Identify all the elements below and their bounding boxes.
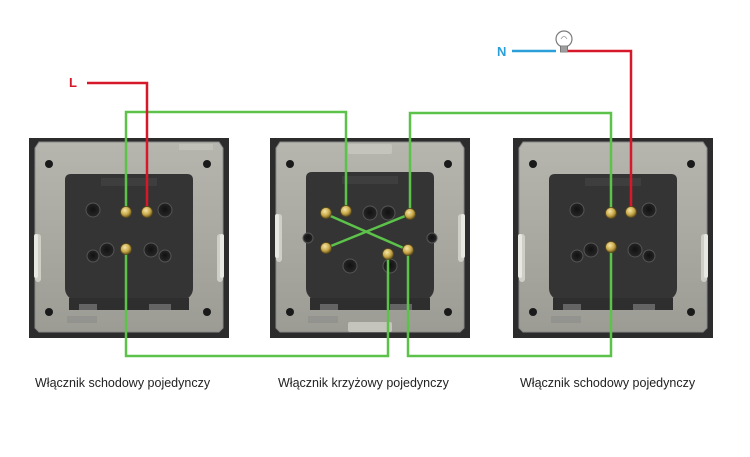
screw-hole [529,308,537,316]
caption-switch-left: Włącznik schodowy pojedynczy [35,376,211,390]
terminal [120,206,132,218]
live-wire-lamp [568,49,633,212]
terminal-holes [85,202,173,263]
terminal [404,208,416,220]
neutral-label: N [497,44,506,59]
terminal [625,206,637,218]
screw-hole [286,308,294,316]
screw-hole [687,160,695,168]
screw-hole [45,160,53,168]
switch-module [65,174,193,300]
screw-hole [444,308,452,316]
switch-staircase-right [513,138,713,338]
switch-module [306,172,434,300]
caption-switch-middle: Włącznik krzyżowy pojedynczy [278,376,449,390]
caption-switch-right: Włącznik schodowy pojedynczy [520,376,696,390]
screw-hole [444,160,452,168]
terminal [382,248,394,260]
terminal-holes [302,205,438,274]
terminal [340,205,352,217]
screw-hole [203,160,211,168]
cross-link-b [325,212,411,250]
traveler-wire-bottom-left [124,250,390,358]
screw-hole [45,308,53,316]
terminal [120,243,132,255]
terminal-holes [569,202,657,263]
traveler-wire-bottom-right [406,246,613,358]
traveler-wires [124,110,613,358]
switch-cross-middle [270,138,470,338]
screw-hole [203,308,211,316]
screw-hole [286,160,294,168]
terminal [605,241,617,253]
terminal [402,244,414,256]
switch-staircase-left [29,138,229,338]
terminal [141,206,153,218]
terminals [120,205,637,260]
live-wire-input [87,81,149,212]
switch-module [549,174,677,300]
terminal [605,207,617,219]
live-label: L [69,75,77,90]
terminal [320,242,332,254]
screw-hole [687,308,695,316]
terminal [320,207,332,219]
traveler-wire-top-left [124,110,348,213]
bulb-icon [555,30,573,53]
traveler-wire-top-right [408,111,613,214]
screw-hole [529,160,537,168]
live-wires [87,49,633,212]
